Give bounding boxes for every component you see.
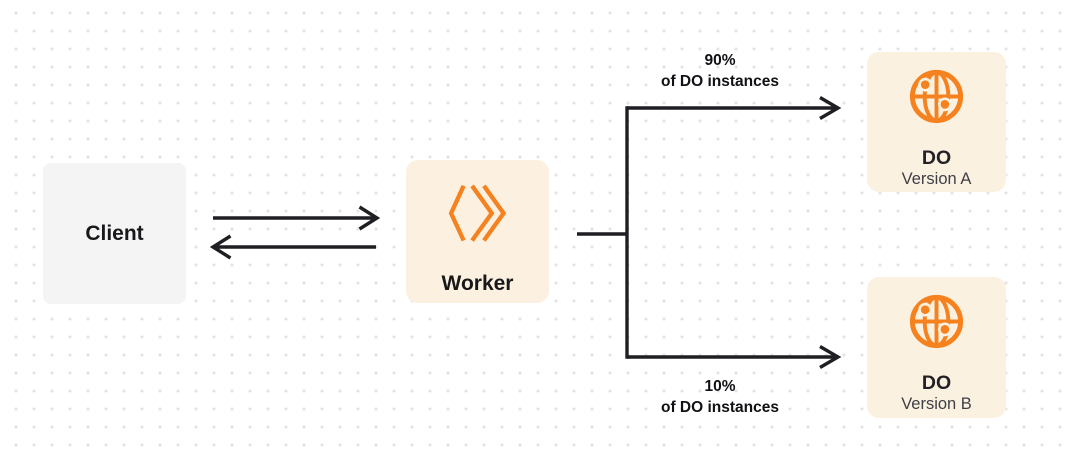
do-version-b-node: DO Version B — [867, 277, 1006, 418]
split-label-a-line2: of DO instances — [661, 72, 779, 90]
do-a-title: DO — [921, 147, 952, 169]
worker-label: Worker — [441, 272, 514, 295]
client-label: Client — [85, 221, 144, 245]
arrow-to-version-a — [627, 96, 842, 120]
globe-icon — [905, 290, 968, 358]
split-label-version-b: 10% of DO instances — [610, 377, 830, 418]
globe-icon — [905, 65, 968, 133]
do-b-title: DO — [921, 372, 952, 394]
client-to-worker-arrow — [213, 205, 381, 231]
do-a-subtitle: Version A — [901, 170, 972, 188]
split-label-version-a: 90% of DO instances — [610, 51, 830, 92]
split-label-b-line2: of DO instances — [661, 398, 779, 416]
worker-node: Worker — [406, 160, 549, 303]
worker-to-client-arrow — [209, 234, 376, 260]
client-node: Client — [43, 163, 186, 304]
workers-chevrons-icon — [448, 183, 508, 248]
split-connector — [577, 106, 629, 359]
split-label-a-line1: 90% — [704, 52, 736, 69]
arrow-to-version-b — [627, 345, 842, 369]
do-b-subtitle: Version B — [901, 395, 972, 413]
do-version-a-node: DO Version A — [867, 52, 1006, 192]
split-label-b-line1: 10% — [704, 378, 736, 395]
